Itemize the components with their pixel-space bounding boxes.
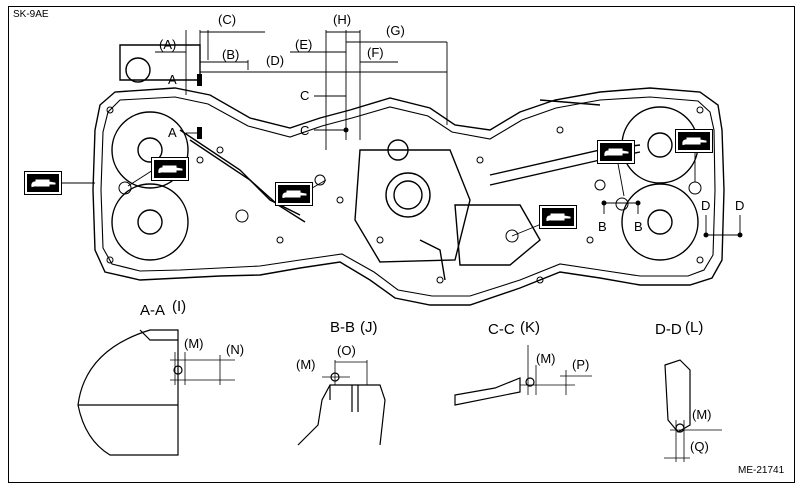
cut-d-right: D <box>735 198 745 213</box>
liquid-gasket-icon <box>24 171 62 195</box>
dim-c: (C) <box>218 12 237 27</box>
cut-c-top: C <box>300 88 310 103</box>
cut-c-bottom: C <box>300 123 310 138</box>
dim-m-bb: (M) <box>296 357 316 372</box>
liquid-gasket-icon <box>539 205 577 229</box>
dim-m-cc: (M) <box>536 351 556 366</box>
cut-a-bottom: A <box>168 125 177 140</box>
dim-m-dd: (M) <box>692 407 712 422</box>
cut-b-right: B <box>634 219 643 234</box>
liquid-gasket-icon <box>275 182 313 206</box>
section-bb-ref: (J) <box>360 319 378 336</box>
figure-frame <box>8 6 795 483</box>
section-bb-title: B-B <box>330 319 356 336</box>
liquid-gasket-icon <box>151 157 189 181</box>
dim-o: (O) <box>337 343 356 358</box>
liquid-gasket-icon <box>675 129 713 153</box>
cut-d-left: D <box>701 198 711 213</box>
diagram-code: SK-9AE <box>13 9 49 20</box>
section-cc-ref: (K) <box>520 319 540 336</box>
liquid-gasket-icon <box>597 140 635 164</box>
dim-g: (G) <box>386 23 405 38</box>
section-dd-ref: (L) <box>685 319 704 336</box>
section-cc-title: C-C <box>488 321 515 338</box>
section-dd-title: D-D <box>655 321 682 338</box>
section-aa-ref: (I) <box>172 298 187 315</box>
dim-d: (D) <box>266 53 285 68</box>
dim-f: (F) <box>367 45 384 60</box>
dim-a: (A) <box>159 37 177 52</box>
cut-a-top: A <box>168 72 177 87</box>
dim-e: (E) <box>295 37 313 52</box>
figure-id: ME-21741 <box>738 465 785 476</box>
cut-b-left: B <box>598 219 607 234</box>
dim-b: (B) <box>222 47 240 62</box>
dim-p: (P) <box>572 357 590 372</box>
section-aa-title: A-A <box>140 302 166 319</box>
dim-h: (H) <box>333 12 352 27</box>
dim-m-aa: (M) <box>184 336 204 351</box>
dim-q: (Q) <box>690 439 709 454</box>
dim-n: (N) <box>226 342 245 357</box>
